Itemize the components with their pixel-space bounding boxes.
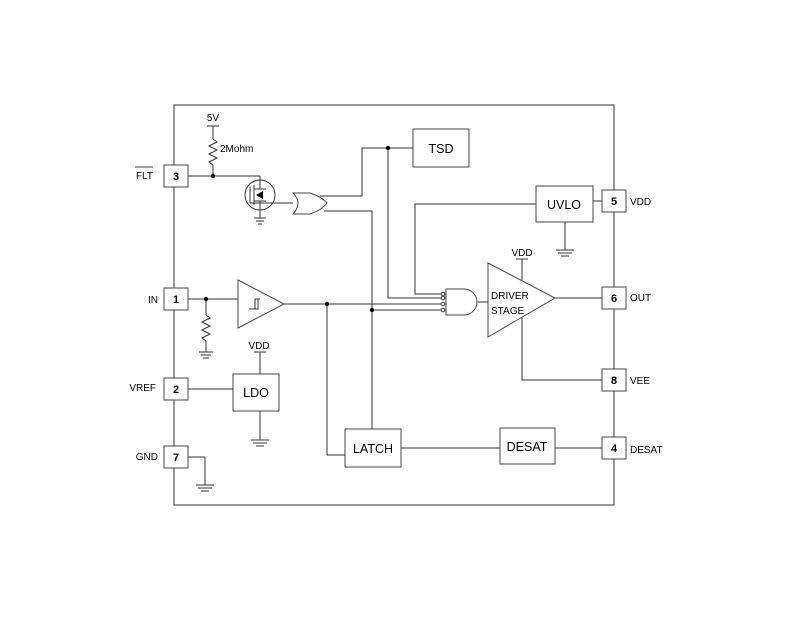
desat-block <box>499 427 556 465</box>
pin-vee: 8 VEE <box>601 368 650 392</box>
pin-desat: 4 DESAT <box>601 436 663 460</box>
uvlo-label: UVLO <box>547 198 581 212</box>
uvlo-block <box>535 185 594 223</box>
ldo-label: LDO <box>243 386 269 400</box>
ldo-vdd-label: VDD <box>248 341 269 352</box>
svg-text:5: 5 <box>611 196 617 208</box>
svg-text:7: 7 <box>173 452 179 464</box>
svg-text:GND: GND <box>136 452 158 463</box>
svg-text:VEE: VEE <box>630 376 650 387</box>
wires <box>188 125 602 492</box>
svg-text:VREF: VREF <box>129 383 156 394</box>
svg-text:VDD: VDD <box>630 197 651 208</box>
pin-vdd: 5 VDD <box>601 189 651 213</box>
svg-text:IN: IN <box>148 295 158 306</box>
driver-vdd-label: VDD <box>511 248 532 259</box>
svg-text:DESAT: DESAT <box>630 445 663 456</box>
mosfet-icon <box>244 176 276 211</box>
driver-stage-label-2: STAGE <box>491 306 524 317</box>
pin-gnd: 7 GND <box>136 445 189 469</box>
svg-text:3: 3 <box>173 171 179 183</box>
svg-text:1: 1 <box>173 294 179 306</box>
svg-text:OUT: OUT <box>630 293 651 304</box>
tsd-block <box>412 128 470 168</box>
tsd-label: TSD <box>429 142 454 156</box>
supply-5v-label: 5V <box>207 113 220 124</box>
svg-text:FLT: FLT <box>136 171 153 182</box>
schmitt-buffer-icon <box>237 279 286 329</box>
pullup-resistor-label: 2Mohm <box>220 144 253 155</box>
ldo-block <box>232 373 280 412</box>
svg-text:2: 2 <box>173 384 179 396</box>
pin-out: 6 OUT <box>601 286 651 310</box>
svg-text:6: 6 <box>611 293 617 305</box>
pin-flt: 3 FLT <box>135 164 189 188</box>
junction-dots <box>203 145 391 313</box>
and-input-bubbles <box>440 291 446 313</box>
desat-label: DESAT <box>507 440 548 454</box>
latch-block <box>344 428 402 468</box>
driver-stage-block <box>487 262 557 338</box>
pin-in: 1 IN <box>148 287 189 311</box>
and-gate-icon <box>445 288 478 316</box>
pin-vref: 2 VREF <box>129 377 189 401</box>
svg-text:8: 8 <box>611 375 617 387</box>
svg-text:4: 4 <box>611 443 618 455</box>
driver-stage-label-1: DRIVER <box>491 291 529 302</box>
or-gate-icon <box>291 192 328 215</box>
latch-label: LATCH <box>353 442 393 456</box>
